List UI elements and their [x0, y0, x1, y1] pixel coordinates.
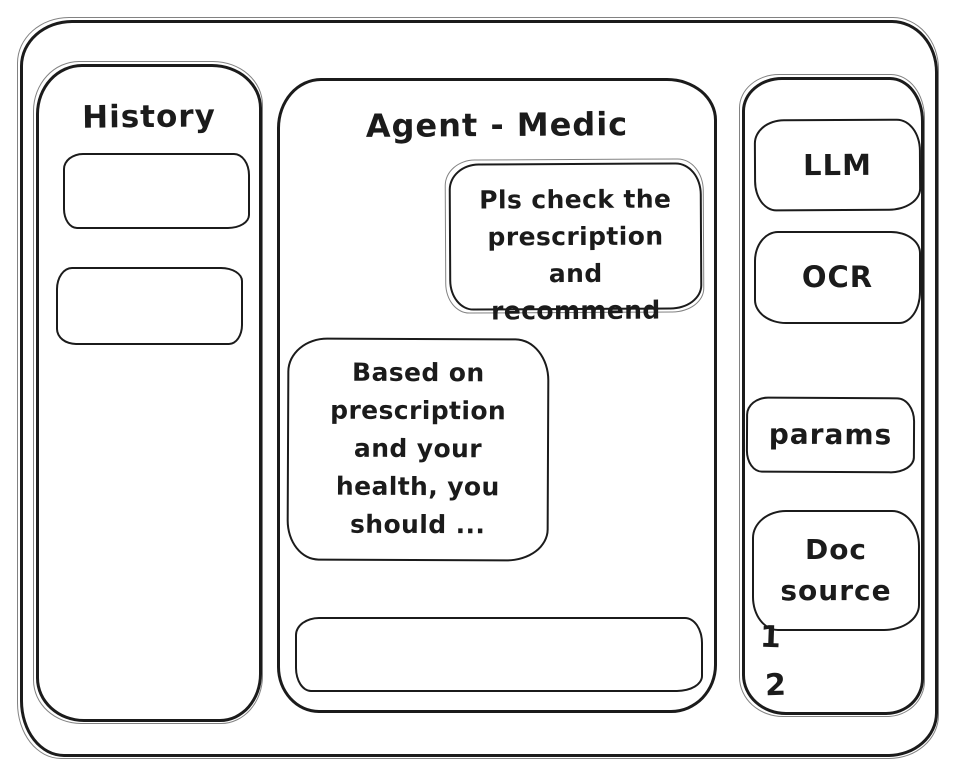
message-input[interactable] — [295, 617, 703, 692]
history-item[interactable] — [56, 267, 243, 345]
user-message-bubble: Pls check the prescription and recommend — [448, 162, 703, 325]
params-button[interactable]: params — [745, 396, 916, 474]
llm-button[interactable]: LLM — [753, 118, 922, 212]
doc-source-item-1[interactable]: 1 — [759, 619, 782, 656]
ocr-button[interactable]: OCR — [754, 231, 921, 324]
doc-source-item-2[interactable]: 2 — [764, 667, 787, 704]
tools-panel: LLM OCR params Doc source 1 2 — [739, 74, 925, 717]
assistant-message-bubble: Based on prescription and your health, y… — [286, 337, 550, 562]
chat-panel: Agent - Medic Pls check the prescription… — [277, 78, 717, 713]
doc-source-button[interactable]: Doc source — [752, 510, 920, 631]
history-item[interactable] — [63, 153, 250, 229]
history-panel: History — [33, 61, 263, 724]
chat-title: Agent - Medic — [365, 105, 629, 145]
history-title: History — [81, 98, 216, 136]
